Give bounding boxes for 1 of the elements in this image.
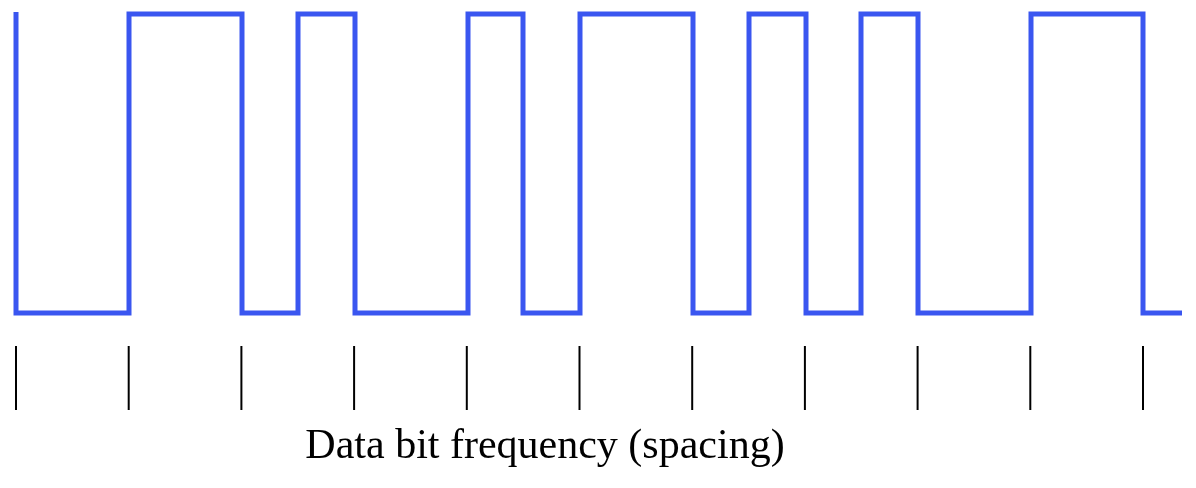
- caption: Data bit frequency (spacing): [305, 420, 785, 468]
